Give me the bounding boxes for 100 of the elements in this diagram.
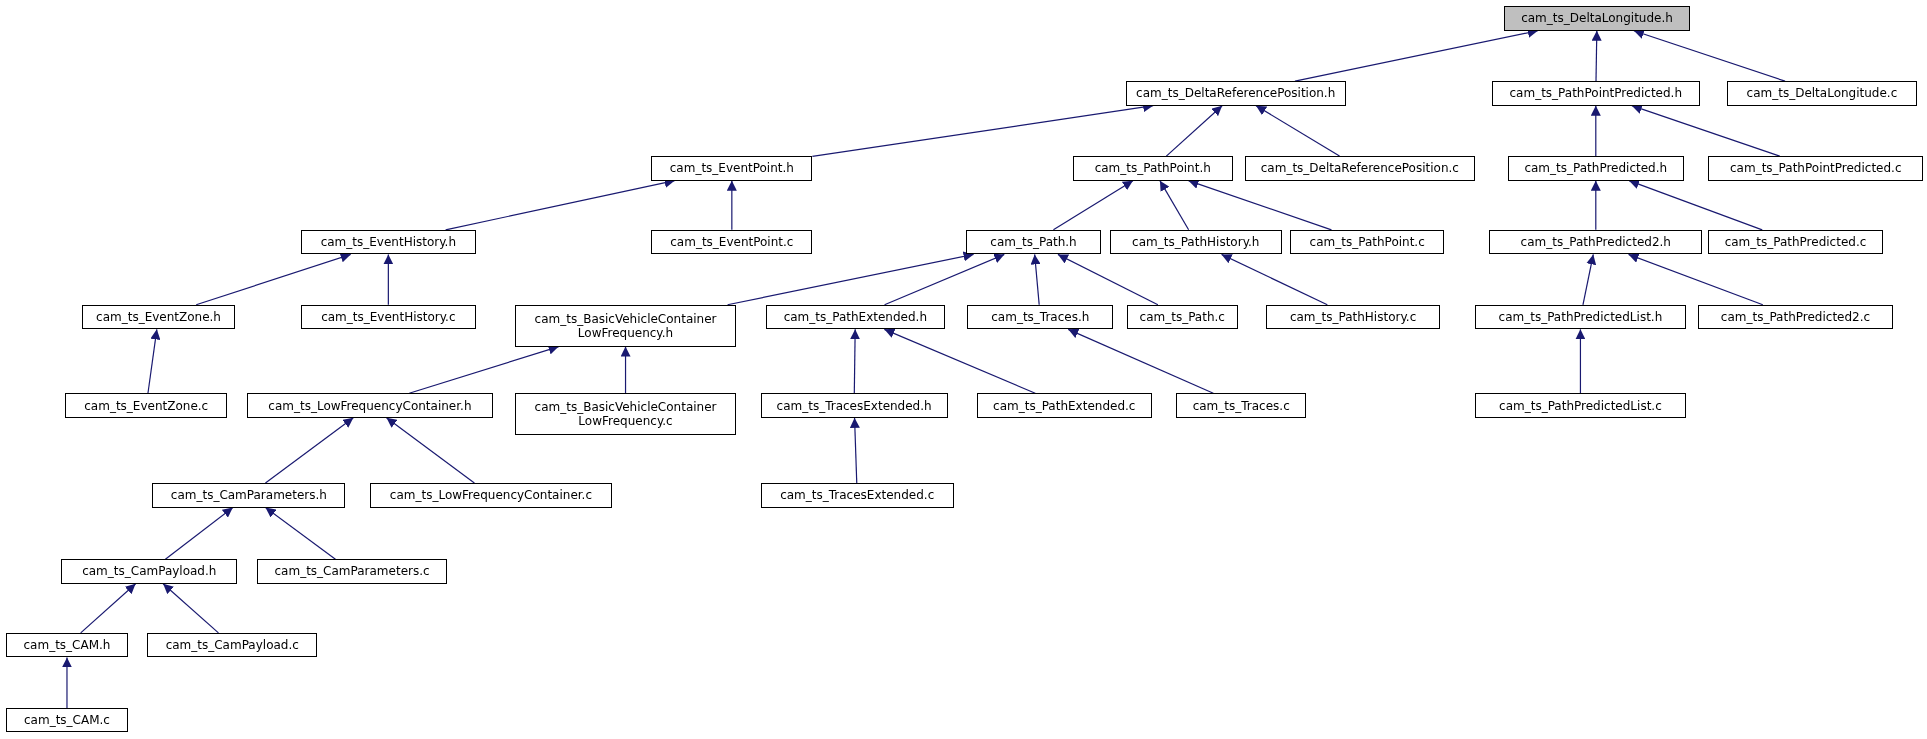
file-box (247, 393, 493, 418)
arrow (1591, 30, 1602, 82)
file-box (6, 707, 128, 733)
arrow (62, 656, 72, 709)
file-name: cam_ts_PathExtended.c (993, 398, 1136, 413)
file-name: cam_ts_BasicVehicleContainer LowFrequency.h (533, 311, 718, 340)
file-box (1698, 304, 1893, 330)
file-box (256, 559, 448, 584)
file-box (1072, 156, 1233, 181)
file-box (1474, 304, 1687, 330)
file-name: cam_ts_LowFrequencyContainer.c (389, 488, 593, 503)
file-box (514, 393, 737, 436)
file-name: cam_ts_PathHistory.c (1289, 310, 1417, 325)
file-box (1125, 81, 1346, 106)
file-box (1489, 229, 1703, 255)
arrow (1052, 180, 1134, 231)
arrow (850, 328, 861, 394)
arrow (385, 417, 475, 484)
file-box (514, 304, 737, 347)
file-name: cam_ts_PathPredictedList.c (1499, 398, 1662, 413)
file-box (1126, 304, 1238, 330)
file-box (1491, 81, 1700, 106)
file-name: cam_ts_CamParameters.h (170, 488, 327, 503)
arrow (1590, 105, 1601, 157)
file-name: cam_ts_EventHistory.h (320, 235, 457, 250)
arrow (162, 583, 220, 634)
arrow (883, 253, 1005, 306)
arrow (849, 417, 860, 484)
file-box (651, 229, 813, 255)
file-box (301, 229, 476, 255)
file-box (760, 482, 954, 508)
arrow (1165, 105, 1223, 157)
arrow (1220, 253, 1328, 306)
file-name: cam_ts_Path.h (990, 235, 1077, 250)
file-box (967, 304, 1114, 330)
arrow (1057, 253, 1159, 306)
file-name: cam_ts_PathPointPredicted.h (1509, 86, 1683, 101)
file-name: cam_ts_PathHistory.h (1132, 235, 1260, 250)
arrow (80, 583, 137, 634)
arrow (726, 180, 737, 231)
file-box (1290, 229, 1444, 255)
file-box (6, 632, 128, 658)
file-name: cam_ts_CamPayload.c (165, 638, 299, 653)
file-name: cam_ts_EventPoint.h (669, 161, 794, 176)
file-name: cam_ts_Traces.h (991, 310, 1090, 325)
file-box (1504, 6, 1690, 31)
file-name: cam_ts_PathPredicted2.c (1720, 310, 1871, 325)
file-name: cam_ts_PathPredicted.c (1724, 235, 1867, 250)
file-box (1708, 229, 1883, 255)
file-box (1244, 156, 1475, 181)
arrow (1628, 179, 1763, 231)
file-name: cam_ts_DeltaLongitude.c (1746, 86, 1898, 101)
file-name: cam_ts_DeltaReferencePosition.h (1136, 86, 1336, 101)
file-box (760, 393, 948, 418)
file-name: cam_ts_PathPredicted.h (1524, 161, 1668, 176)
file-name: cam_ts_EventPoint.c (670, 235, 794, 250)
file-name: cam_ts_TracesExtended.h (776, 398, 932, 413)
file-box (61, 559, 238, 584)
file-name: cam_ts_PathExtended.h (783, 310, 927, 325)
arrow (1067, 328, 1214, 394)
arrow (1575, 328, 1586, 394)
arrow (1030, 253, 1041, 306)
file-box (651, 156, 813, 181)
file-box (977, 393, 1152, 418)
arrow (1582, 253, 1597, 306)
file-name: cam_ts_PathPointPredicted.c (1730, 161, 1902, 176)
file-box (1176, 393, 1307, 418)
file-box (1726, 81, 1918, 106)
file-name: cam_ts_PathPoint.c (1309, 235, 1425, 250)
file-name: cam_ts_TracesExtended.c (780, 488, 935, 503)
arrow (195, 252, 352, 306)
arrow (620, 345, 631, 394)
arrow (1255, 105, 1341, 157)
file-name: cam_ts_CAM.h (23, 638, 111, 653)
file-box (1109, 229, 1282, 255)
arrow (1187, 179, 1333, 231)
arrow (726, 251, 975, 306)
file-box (301, 304, 476, 330)
file-name: cam_ts_EventZone.h (96, 310, 221, 325)
file-name: cam_ts_PathPredictedList.h (1498, 310, 1663, 325)
arrow (1633, 29, 1786, 82)
file-box (147, 632, 318, 658)
file-name: cam_ts_CamParameters.c (274, 564, 430, 579)
file-box (765, 304, 946, 330)
file-name: cam_ts_BasicVehicleContainer LowFrequency.c (533, 400, 718, 429)
file-box (369, 482, 612, 508)
arrow (383, 253, 394, 306)
arrow (147, 328, 161, 394)
file-box (1265, 304, 1441, 330)
file-box (1507, 156, 1684, 181)
arrow (1590, 180, 1601, 231)
file-name: cam_ts_PathPoint.h (1094, 161, 1211, 176)
arrow (1631, 104, 1781, 157)
arrow (1159, 180, 1190, 231)
arrow (264, 417, 354, 484)
file-box (82, 304, 235, 330)
arrow (264, 506, 337, 560)
file-box (965, 229, 1102, 255)
arrow (164, 506, 234, 560)
file-box (1708, 156, 1924, 181)
